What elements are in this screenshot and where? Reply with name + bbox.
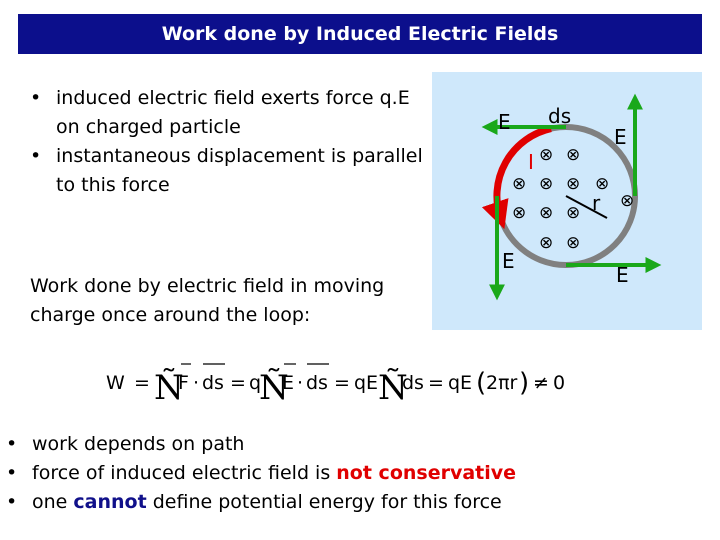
bullet-text: work depends on path [32,433,245,455]
closed-integral-icon: Ñ [154,367,184,408]
label-e-top-left: E [498,110,511,134]
bullet-text: force of induced electric field is [32,462,337,484]
closed-integral-icon: Ñ [378,367,408,408]
induced-field-diagram: E ds E I r E E ⊗ ⊗ ⊗ ⊗ ⊗ ⊗ ⊗ ⊗ ⊗ ⊗ ⊗ ⊗ [432,72,702,330]
top-bullet-list: induced electric field exerts force q.E … [30,84,425,200]
field-into-page-icon: ⊗ [566,174,580,194]
bullet-item: one cannot define potential energy for t… [6,488,706,517]
bullet-text: one [32,491,74,513]
formula-paren-close: ) [519,368,529,398]
formula-qe: qE [448,372,472,394]
formula-not-equal: ≠ [533,372,549,394]
formula-dot: · [297,372,303,394]
field-into-page-icon: ⊗ [566,203,580,223]
formula-eq: = [428,372,444,394]
field-into-page-icon: ⊗ [539,233,553,253]
formula-force: F [178,372,189,394]
loop-diagram-svg: E ds E I r E E ⊗ ⊗ ⊗ ⊗ ⊗ ⊗ ⊗ ⊗ ⊗ ⊗ ⊗ ⊗ [481,93,662,301]
work-description: Work done by electric field in moving ch… [30,275,385,326]
bullet-item: induced electric field exerts force q.E … [30,84,425,142]
slide-title: Work done by Induced Electric Fields [18,14,702,54]
bullet-item: force of induced electric field is not c… [6,459,706,488]
field-into-page-icon: ⊗ [539,174,553,194]
formula-two-pi-r: 2πr [486,372,518,394]
field-into-page-icon: ⊗ [566,233,580,253]
bullet-item: instantaneous displacement is parallel t… [30,142,425,200]
formula-e: E [282,372,294,394]
bottom-bullet-list: work depends on path force of induced el… [6,430,706,517]
bullet-text: define potential energy for this force [146,491,502,513]
label-current-i: I [528,150,534,174]
formula-ds: ds [202,372,224,394]
closed-integral-icon: Ñ [259,367,289,408]
formula-w: W [106,372,125,394]
label-e-bottom-left: E [502,249,515,273]
formula-zero: 0 [553,372,565,394]
highlight-not-conservative: not conservative [336,462,517,484]
formula-eq: = [230,372,246,394]
formula-eq: = [334,372,350,394]
label-e-right: E [614,125,627,149]
radius-line [565,195,608,219]
field-into-page-icon: ⊗ [595,174,609,194]
field-into-page-icon: ⊗ [539,203,553,223]
formula-q: q [249,372,261,394]
field-into-page-icon: ⊗ [512,203,526,223]
field-into-page-icon: ⊗ [566,145,580,165]
formula-svg: W = Ñ F · ds = q Ñ E · ds = qE Ñ ds = qE… [106,363,565,408]
label-e-bottom-right: E [616,263,629,287]
field-into-page-icon: ⊗ [512,174,526,194]
label-ds: ds [548,104,571,128]
highlight-cannot: cannot [73,491,147,513]
formula-ds: ds [402,372,424,394]
field-into-page-icon: ⊗ [620,191,634,211]
bullet-item: work depends on path [6,430,706,459]
label-r: r [592,191,601,215]
formula-dot: · [193,372,199,394]
formula-paren-open: ( [476,368,486,398]
field-into-page-icon: ⊗ [539,145,553,165]
formula-qe: qE [354,372,378,394]
formula-ds: ds [306,372,328,394]
work-integral-formula: W = Ñ F · ds = q Ñ E · ds = qE Ñ ds = qE… [104,352,574,412]
formula-eq: = [134,372,150,394]
